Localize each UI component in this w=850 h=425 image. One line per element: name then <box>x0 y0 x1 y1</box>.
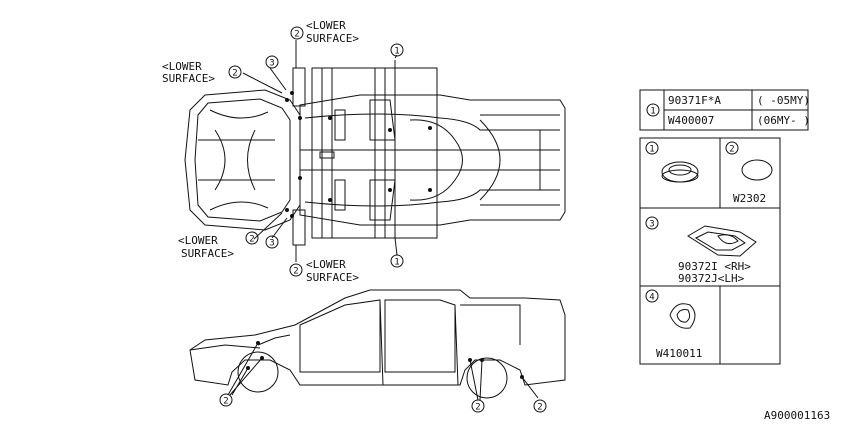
lower-surface-bottom-line2: SURFACE> <box>306 271 359 284</box>
lower-surface-top-line2: SURFACE> <box>306 32 359 45</box>
callout-1-bottom: 1 <box>394 258 399 268</box>
callout-2-left: 2 <box>232 69 237 79</box>
table-part-1: 90371F*A <box>668 94 721 107</box>
callout-2-bottom-left: 2 <box>249 235 254 245</box>
grid-part-2: W2302 <box>733 192 766 205</box>
table-index-1: 1 <box>650 107 655 117</box>
callout-2-side-middle: 2 <box>475 403 480 413</box>
lower-surface-bottom-left-line1: <LOWER <box>178 234 218 247</box>
lower-surface-labels: <LOWER SURFACE> <LOWER SURFACE> <LOWER S… <box>162 19 359 284</box>
grid-index-1: 1 <box>649 145 654 155</box>
grid-part-3-lh: 90372J<LH> <box>678 272 745 285</box>
callout-3-top: 3 <box>269 59 274 69</box>
callout-circles <box>219 26 739 413</box>
callout-numbers: 2 1 2 3 2 3 2 1 2 2 2 1 1 2 3 4 <box>223 30 734 413</box>
lower-surface-top-line1: <LOWER <box>306 19 346 32</box>
table-part-2: W400007 <box>668 114 714 127</box>
body-side-view <box>189 289 566 401</box>
grid-index-2: 2 <box>729 145 734 155</box>
lower-surface-bottom-line1: <LOWER <box>306 258 346 271</box>
callout-1-top: 1 <box>394 47 399 57</box>
callout-2-side-rear: 2 <box>537 403 542 413</box>
callout-2-top: 2 <box>294 30 299 40</box>
grid-index-3: 3 <box>649 220 654 230</box>
callout-2-side-front: 2 <box>223 397 228 407</box>
underbody-leaders <box>242 40 438 262</box>
grid-index-4: 4 <box>649 293 654 303</box>
parts-table-frame <box>639 89 809 131</box>
callout-2-bottom: 2 <box>293 267 298 277</box>
table-range-2: (06MY- ) <box>757 114 810 127</box>
table-range-1: ( -05MY) <box>757 94 810 107</box>
reference-code: A900001163 <box>764 409 830 422</box>
callout-3-bottom: 3 <box>269 239 274 249</box>
parts-grid: W2302 90372I <RH> 90372J<LH> W410011 <box>656 192 766 360</box>
lower-surface-bottom-left-line2: SURFACE> <box>181 247 234 260</box>
parts-grid-frame <box>639 137 781 365</box>
grid-part-4: W410011 <box>656 347 702 360</box>
grid-part-3-rh: 90372I <RH> <box>678 260 751 273</box>
lower-surface-left-line1: <LOWER <box>162 60 202 73</box>
lower-surface-left-line2: SURFACE> <box>162 72 215 85</box>
parts-table: 90371F*A ( -05MY) W400007 (06MY- ) <box>668 94 810 127</box>
